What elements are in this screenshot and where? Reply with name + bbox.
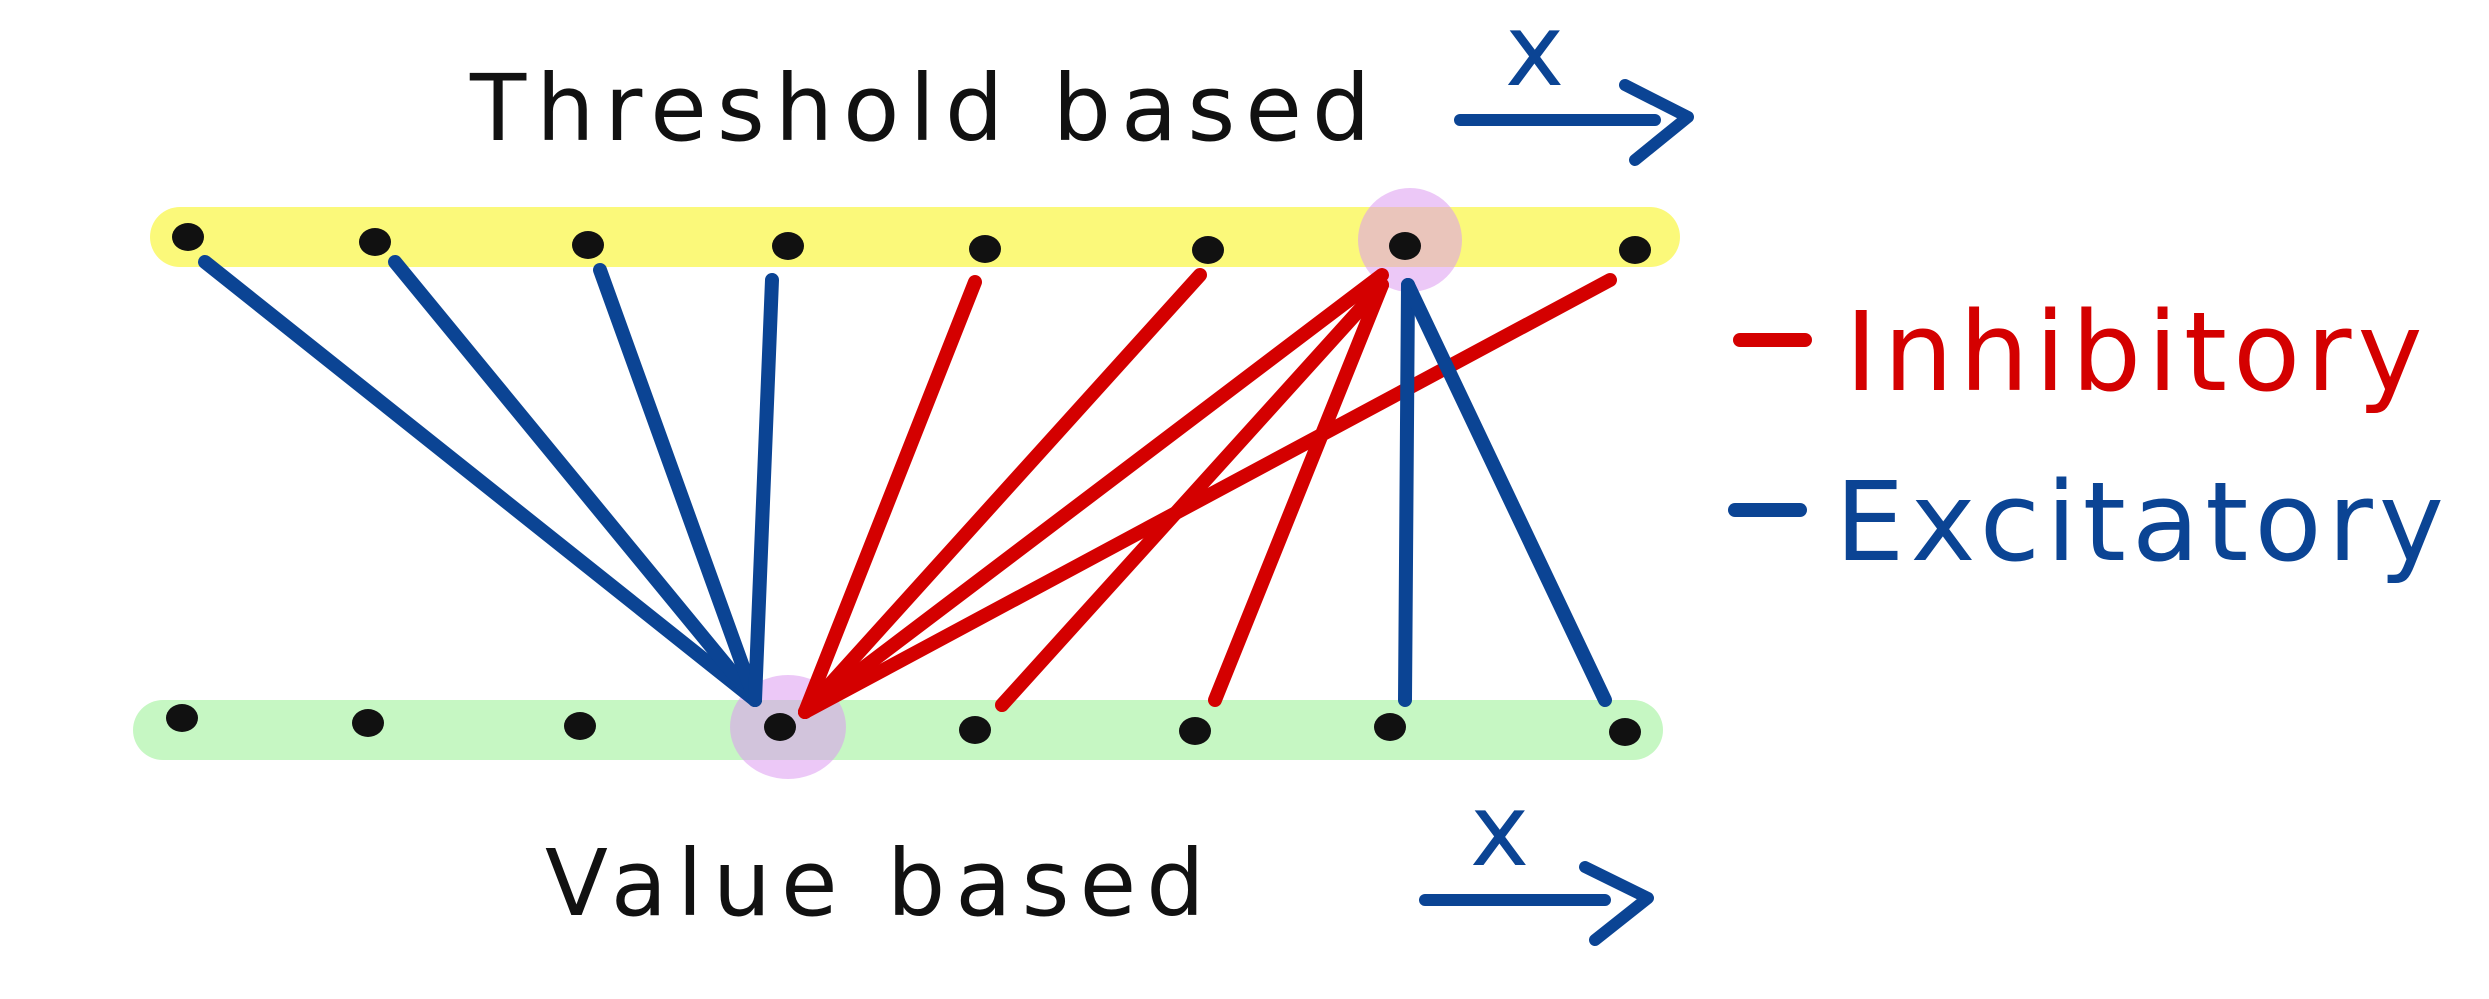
inhibitory-connection xyxy=(1208,278,1389,707)
value-band xyxy=(133,700,1663,760)
inhibitory-connection xyxy=(798,268,1389,719)
threshold-neuron xyxy=(1192,236,1224,264)
value-neuron xyxy=(564,712,596,740)
inhibitory-connection xyxy=(995,278,1389,712)
connections-layer xyxy=(198,255,1617,719)
threshold-neuron xyxy=(1619,236,1651,264)
inhibitory-connection xyxy=(798,275,982,719)
threshold-neuron xyxy=(359,228,391,256)
value-neuron xyxy=(764,713,796,741)
threshold-neuron xyxy=(772,232,804,260)
legend-excitatory-label: Excitatory xyxy=(1835,458,2450,586)
value-row-title: Value based xyxy=(545,830,1215,937)
neurons-layer xyxy=(166,223,1651,746)
value-neuron xyxy=(166,704,198,732)
value-neuron xyxy=(352,709,384,737)
value-axis-arrow xyxy=(1419,861,1654,946)
inhibitory-connection xyxy=(798,268,1207,719)
excitatory-connection xyxy=(593,263,762,707)
value-neuron xyxy=(1609,718,1641,746)
threshold-axis-label: x xyxy=(1505,0,1564,109)
threshold-neuron xyxy=(969,235,1001,263)
threshold-row-title: Threshold based xyxy=(469,55,1380,162)
excitatory-connection xyxy=(388,255,762,707)
legend-inhibitory-label: Inhibitory xyxy=(1845,288,2429,416)
inhibitory-connection xyxy=(798,273,1617,719)
threshold-band xyxy=(150,207,1680,267)
threshold-neuron xyxy=(172,223,204,251)
value-neuron xyxy=(1179,717,1211,745)
excitatory-connection xyxy=(198,255,762,707)
value-neuron xyxy=(1374,713,1406,741)
excitatory-connection xyxy=(1398,278,1415,707)
value-neuron xyxy=(959,716,991,744)
threshold-axis-arrow xyxy=(1454,79,1694,166)
value-axis-label: x xyxy=(1470,772,1529,889)
legend: Inhibitory Excitatory xyxy=(1728,288,2450,586)
threshold-neuron xyxy=(572,231,604,259)
excitatory-connection xyxy=(748,273,779,707)
threshold-neuron xyxy=(1389,232,1421,260)
excitatory-connection xyxy=(1401,278,1612,707)
